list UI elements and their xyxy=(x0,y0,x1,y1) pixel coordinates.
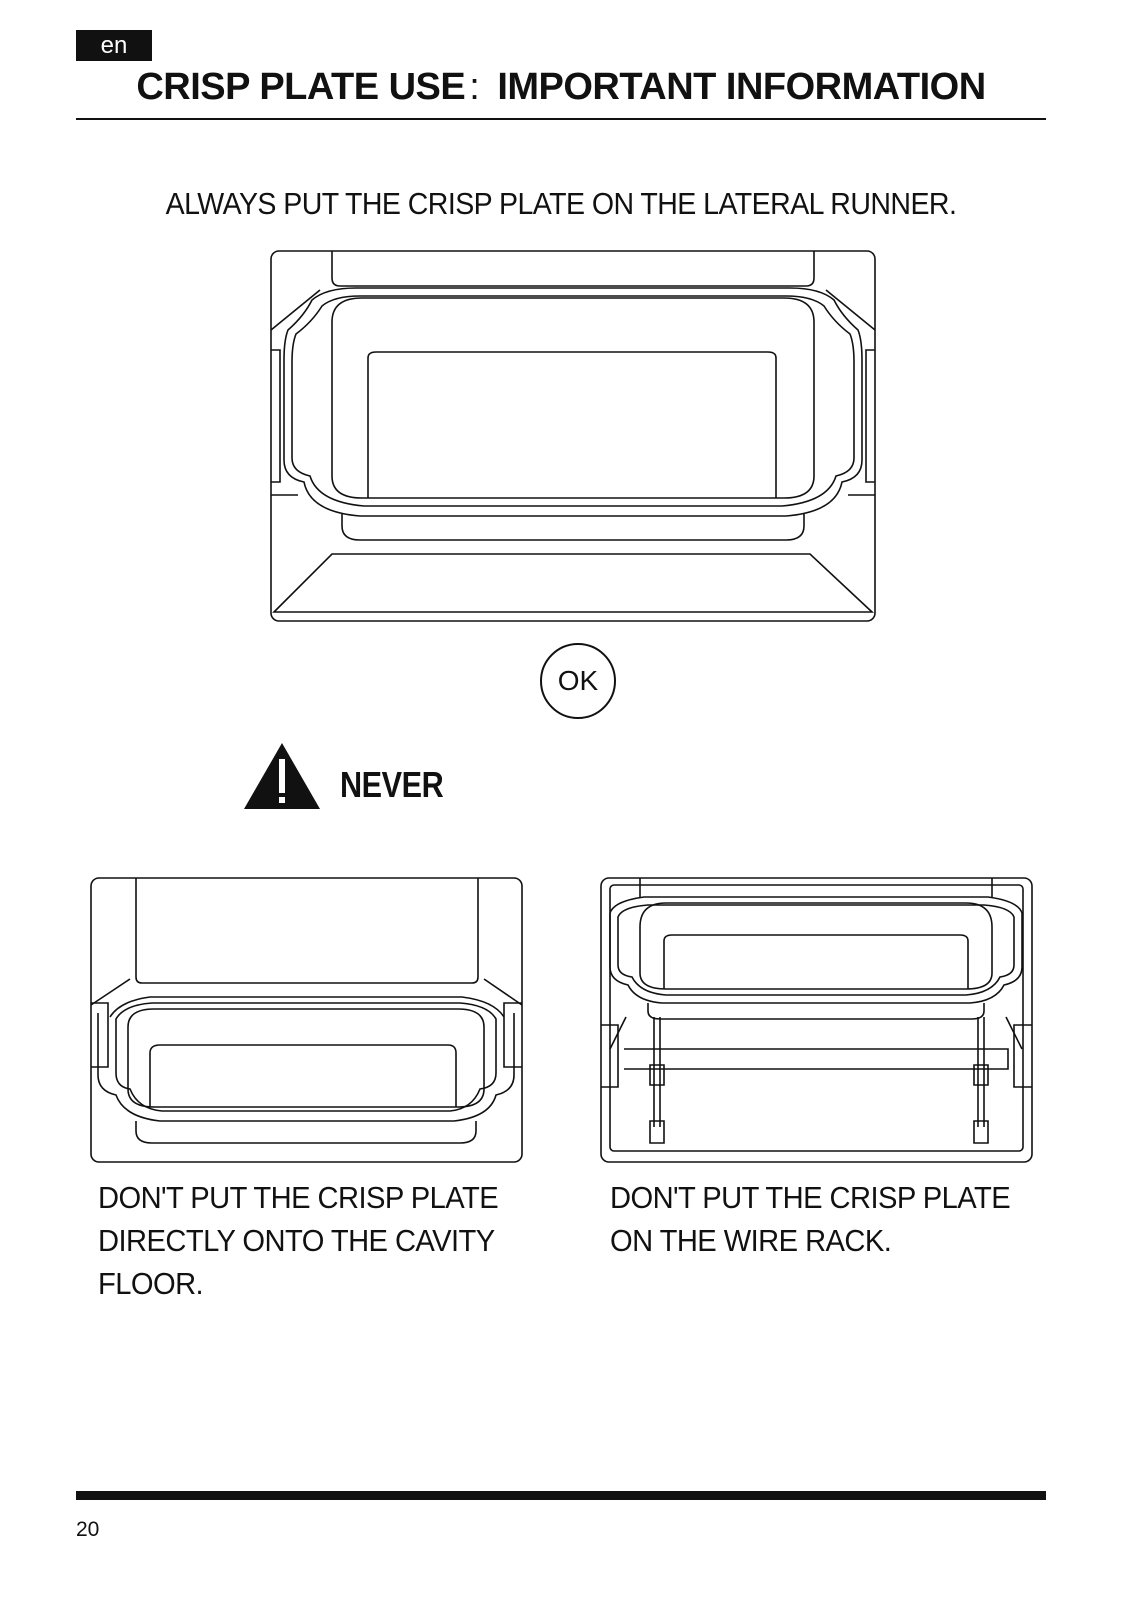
warning-triangle-icon xyxy=(244,743,320,809)
title-main: CRISP PLATE USE xyxy=(136,66,466,108)
wrong-cavity-floor-illustration xyxy=(90,877,523,1163)
language-badge: en xyxy=(76,30,152,61)
ok-circle-icon: OK xyxy=(540,643,616,719)
correct-placement-illustration xyxy=(270,250,876,622)
footer-divider xyxy=(76,1491,1046,1500)
page-title: CRISP PLATE USE: IMPORTANT INFORMATION xyxy=(76,66,1046,109)
never-warning-label: NEVER xyxy=(340,764,444,805)
caption-wire-rack: DON'T PUT THE CRISP PLATE ON THE WIRE RA… xyxy=(610,1180,1011,1258)
instruction-text: ALWAYS PUT THE CRISP PLATE ON THE LATERA… xyxy=(165,186,957,221)
title-separator: : xyxy=(469,66,480,108)
wrong-wire-rack-illustration xyxy=(600,877,1033,1163)
caption-cavity-floor: DON'T PUT THE CRISP PLATE DIRECTLY ONTO … xyxy=(98,1180,499,1301)
title-sub: IMPORTANT INFORMATION xyxy=(497,66,986,108)
title-divider xyxy=(76,118,1046,120)
page-number: 20 xyxy=(76,1518,100,1541)
